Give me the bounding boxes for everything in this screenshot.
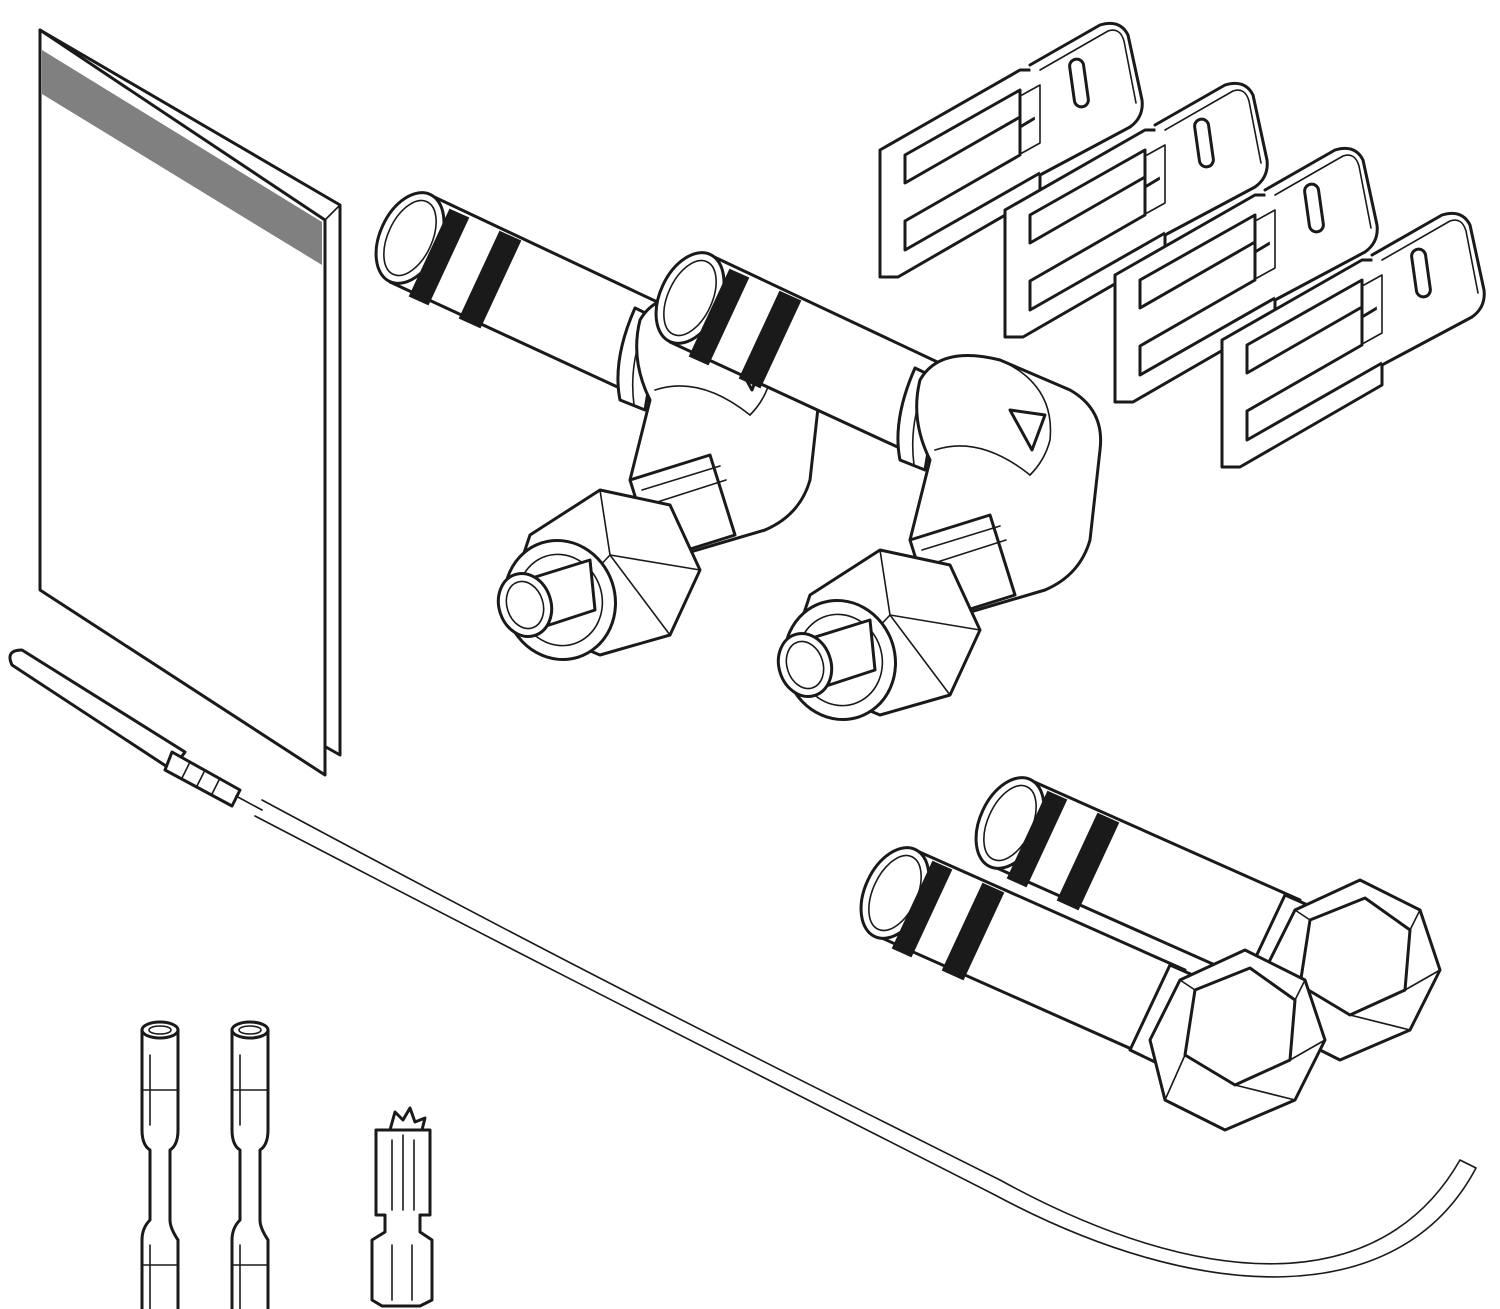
butt-splice-connector [230, 1020, 270, 1309]
manual-booklet [38, 28, 342, 777]
temperature-probe-cable [8, 648, 1477, 1278]
angle-fitting [361, 180, 823, 676]
torx-bit [370, 1106, 434, 1308]
butt-splice-connector [140, 1020, 180, 1309]
